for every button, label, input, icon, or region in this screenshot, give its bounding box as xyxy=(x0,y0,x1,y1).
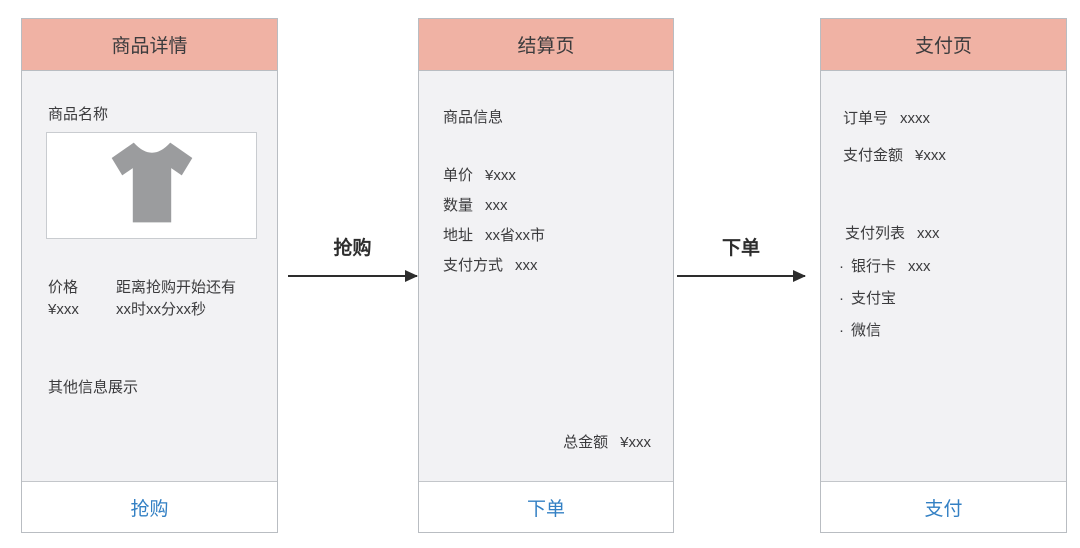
total-amount-label: 总金额 xyxy=(563,434,609,451)
alipay-option[interactable]: · 支付宝 xyxy=(839,283,931,315)
bank-card-label: 银行卡 xyxy=(851,258,897,275)
arrow-rush-buy-label: 抢购 xyxy=(333,238,372,259)
bank-card-value: xxx xyxy=(908,258,931,275)
countdown-value: xx时xx分xx秒 xyxy=(116,301,207,318)
price-value: ¥xxx xyxy=(48,301,79,318)
tshirt-icon xyxy=(104,137,200,235)
rush-buy-button[interactable]: 抢购 xyxy=(22,481,277,532)
arrow-place-order-label: 下单 xyxy=(721,238,760,259)
unit-price-label: 单价 xyxy=(443,167,474,184)
panel-checkout: 结算页 商品信息 单价 ¥xxx 数量 xxx 地址 xx省xx市 支付方式 xxx 总… xyxy=(418,18,674,533)
order-number-row: 订单号 xxxx xyxy=(843,107,946,131)
checkout-rows: 单价 ¥xxx 数量 xxx 地址 xx省xx市 支付方式 xxx xyxy=(443,161,545,281)
product-image-placeholder xyxy=(46,132,257,239)
payment-list-label: 支付列表 xyxy=(845,225,906,242)
unit-price-value: ¥xxx xyxy=(485,167,516,184)
bullet-icon: · xyxy=(839,258,844,275)
payment-method-row: 支付方式 xxx xyxy=(443,251,545,281)
panel-product-detail-title: 商品详情 xyxy=(111,36,188,57)
panel-payment-header: 支付页 xyxy=(821,19,1066,71)
arrow-place-order: 下单 xyxy=(677,236,806,282)
payment-method-value: xxx xyxy=(515,257,538,274)
total-amount-value: ¥xxx xyxy=(620,434,651,451)
alipay-label: 支付宝 xyxy=(851,290,897,307)
address-label: 地址 xyxy=(443,227,474,244)
price-and-countdown: 价格 ¥xxx 距离抢购开始还有 xx时xx分xx秒 xyxy=(48,277,236,321)
payment-amount-row: 支付金额 ¥xxx xyxy=(843,144,946,168)
price-label: 价格 xyxy=(48,279,79,296)
panel-checkout-header: 结算页 xyxy=(419,19,673,71)
other-info-label: 其他信息展示 xyxy=(48,379,139,396)
arrow-rush-buy: 抢购 xyxy=(288,236,418,282)
product-info-label: 商品信息 xyxy=(443,109,504,126)
payment-amount-label: 支付金额 xyxy=(843,147,904,164)
price-block: 价格 ¥xxx xyxy=(48,277,101,321)
payment-method-label: 支付方式 xyxy=(443,257,504,274)
bullet-icon: · xyxy=(839,290,844,307)
bank-card-option[interactable]: · 银行卡 xxx xyxy=(839,251,931,283)
payment-list-value: xxx xyxy=(917,225,940,242)
order-number-value: xxxx xyxy=(900,110,931,127)
arrow-right-icon xyxy=(677,270,806,282)
product-name-label: 商品名称 xyxy=(48,106,109,123)
bullet-icon: · xyxy=(839,322,844,339)
payment-list-row: 支付列表 xxx xyxy=(845,223,940,244)
total-amount-row: 总金额 ¥xxx xyxy=(563,432,651,453)
quantity-label: 数量 xyxy=(443,197,474,214)
order-number-label: 订单号 xyxy=(843,110,889,127)
pay-button[interactable]: 支付 xyxy=(821,481,1066,532)
payment-amount-value: ¥xxx xyxy=(915,147,946,164)
panel-product-detail-header: 商品详情 xyxy=(22,19,277,71)
address-value: xx省xx市 xyxy=(485,227,546,244)
payment-options-list: · 银行卡 xxx · 支付宝 · 微信 xyxy=(839,251,931,347)
wechat-option[interactable]: · 微信 xyxy=(839,315,931,347)
panel-checkout-body: 商品信息 单价 ¥xxx 数量 xxx 地址 xx省xx市 支付方式 xxx 总金额 ¥x… xyxy=(419,71,673,481)
address-row: 地址 xx省xx市 xyxy=(443,221,545,251)
wechat-label: 微信 xyxy=(851,322,882,339)
quantity-value: xxx xyxy=(485,197,508,214)
payment-info-rows: 订单号 xxxx 支付金额 ¥xxx xyxy=(843,107,946,181)
panel-checkout-title: 结算页 xyxy=(517,36,575,57)
panel-product-detail: 商品详情 商品名称 价格 ¥xxx 距离抢购开始还有 xx时 xyxy=(21,18,278,533)
place-order-button[interactable]: 下单 xyxy=(419,481,673,532)
panel-product-detail-body: 商品名称 价格 ¥xxx 距离抢购开始还有 xx时xx分xx秒 xyxy=(22,71,277,481)
countdown-block: 距离抢购开始还有 xx时xx分xx秒 xyxy=(116,277,236,321)
unit-price-row: 单价 ¥xxx xyxy=(443,161,545,191)
arrow-right-icon xyxy=(288,270,418,282)
quantity-row: 数量 xxx xyxy=(443,191,545,221)
countdown-label: 距离抢购开始还有 xyxy=(116,279,237,296)
panel-payment-title: 支付页 xyxy=(914,36,972,57)
